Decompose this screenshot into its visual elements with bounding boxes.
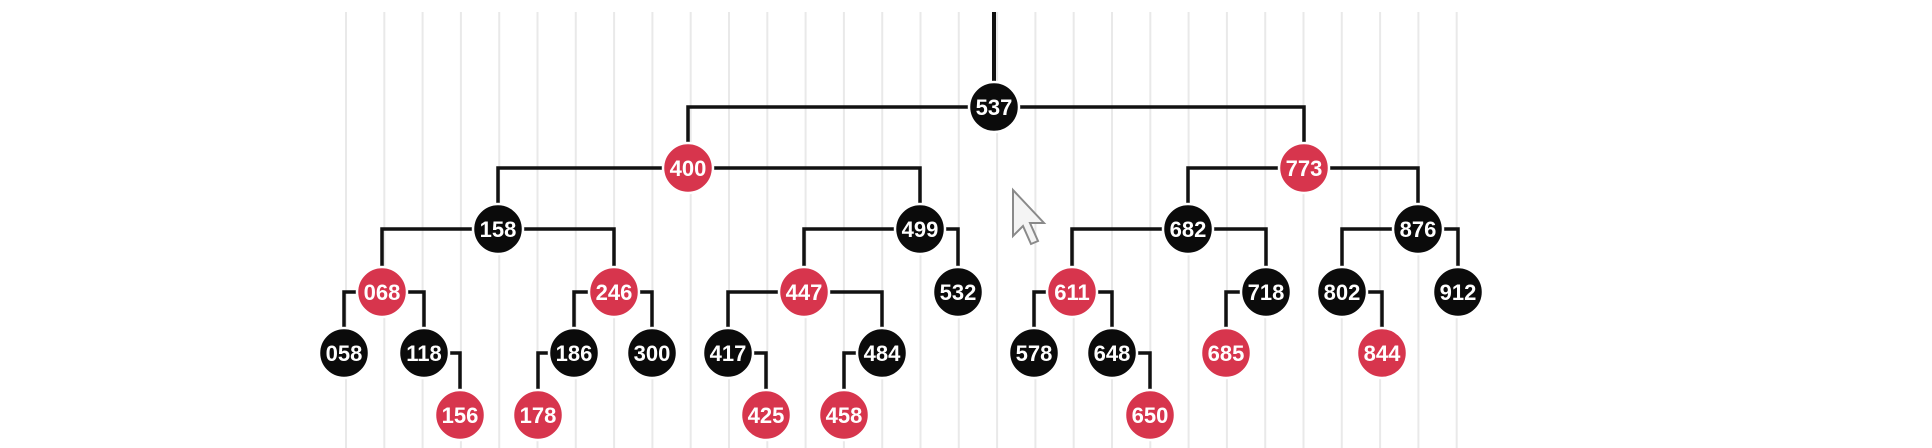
tree-node-773: 773: [1277, 141, 1331, 195]
tree-nodes: 537 400 773 158 499 682 876 068 246 447 532 611 718 8…: [317, 80, 1485, 442]
tree-node-447: 447: [777, 265, 831, 319]
node-label: 685: [1208, 341, 1245, 366]
node-label: 156: [442, 403, 479, 428]
tree-edge: [994, 105, 1306, 168]
tree-node-425: 425: [739, 388, 793, 442]
black-node-circle: [855, 326, 909, 380]
node-label: 648: [1094, 341, 1131, 366]
red-node-circle: [1277, 141, 1331, 195]
node-label: 458: [826, 403, 863, 428]
node-label: 417: [710, 341, 747, 366]
node-label: 537: [976, 95, 1013, 120]
black-node-circle: [317, 326, 371, 380]
node-label: 718: [1248, 280, 1285, 305]
red-node-circle: [511, 388, 565, 442]
tree-node-068: 068: [355, 265, 409, 319]
node-label: 300: [634, 341, 671, 366]
node-label: 186: [556, 341, 593, 366]
tree-edge: [686, 105, 994, 168]
node-label: 650: [1132, 403, 1169, 428]
tree-node-876: 876: [1391, 202, 1445, 256]
tree-node-118: 118: [397, 326, 451, 380]
node-label: 246: [596, 280, 633, 305]
node-label: 400: [670, 156, 707, 181]
node-label: 158: [480, 217, 517, 242]
red-node-circle: [433, 388, 487, 442]
node-label: 178: [520, 403, 557, 428]
tree-node-156: 156: [433, 388, 487, 442]
red-node-circle: [1199, 326, 1253, 380]
black-node-circle: [397, 326, 451, 380]
node-label: 484: [864, 341, 901, 366]
tree-node-537: 537: [967, 80, 1021, 134]
black-node-circle: [1239, 265, 1293, 319]
node-label: 876: [1400, 217, 1437, 242]
black-node-circle: [1431, 265, 1485, 319]
tree-node-611: 611: [1045, 265, 1099, 319]
node-label: 912: [1440, 280, 1477, 305]
black-node-circle: [1161, 202, 1215, 256]
red-node-circle: [777, 265, 831, 319]
black-node-circle: [1391, 202, 1445, 256]
tree-node-300: 300: [625, 326, 679, 380]
red-node-circle: [1123, 388, 1177, 442]
tree-node-178: 178: [511, 388, 565, 442]
black-node-circle: [931, 265, 985, 319]
tree-node-186: 186: [547, 326, 601, 380]
tree-node-058: 058: [317, 326, 371, 380]
black-node-circle: [1085, 326, 1139, 380]
tree-node-650: 650: [1123, 388, 1177, 442]
tree-node-648: 648: [1085, 326, 1139, 380]
node-label: 802: [1324, 280, 1361, 305]
tree-node-718: 718: [1239, 265, 1293, 319]
tree-edge: [496, 166, 688, 229]
red-node-circle: [739, 388, 793, 442]
tree-edge: [688, 166, 922, 229]
node-label: 611: [1054, 280, 1090, 305]
tree-node-458: 458: [817, 388, 871, 442]
node-label: 058: [326, 341, 363, 366]
tree-node-844: 844: [1355, 326, 1409, 380]
black-node-circle: [893, 202, 947, 256]
node-label: 773: [1286, 156, 1323, 181]
black-node-circle: [701, 326, 755, 380]
tree-node-532: 532: [931, 265, 985, 319]
black-node-circle: [547, 326, 601, 380]
node-label: 532: [940, 280, 977, 305]
node-label: 578: [1016, 341, 1053, 366]
tree-node-158: 158: [471, 202, 525, 256]
black-node-circle: [625, 326, 679, 380]
tree-node-499: 499: [893, 202, 947, 256]
red-node-circle: [1355, 326, 1409, 380]
node-label: 844: [1364, 341, 1401, 366]
black-node-circle: [471, 202, 525, 256]
red-node-circle: [817, 388, 871, 442]
black-node-circle: [1007, 326, 1061, 380]
mouse-pointer-icon: [1012, 187, 1047, 246]
red-node-circle: [1045, 265, 1099, 319]
tree-node-578: 578: [1007, 326, 1061, 380]
node-label: 682: [1170, 217, 1207, 242]
black-node-circle: [967, 80, 1021, 134]
tree-node-246: 246: [587, 265, 641, 319]
tree-node-417: 417: [701, 326, 755, 380]
node-label: 447: [786, 280, 823, 305]
node-label: 425: [748, 403, 785, 428]
tree-node-484: 484: [855, 326, 909, 380]
red-node-circle: [661, 141, 715, 195]
tree-node-400: 400: [661, 141, 715, 195]
node-label: 118: [406, 341, 442, 366]
tree-node-682: 682: [1161, 202, 1215, 256]
tree-node-802: 802: [1315, 265, 1369, 319]
black-node-circle: [1315, 265, 1369, 319]
tree-node-685: 685: [1199, 326, 1253, 380]
red-node-circle: [355, 265, 409, 319]
tree-node-912: 912: [1431, 265, 1485, 319]
node-label: 068: [364, 280, 401, 305]
node-label: 499: [902, 217, 939, 242]
red-node-circle: [587, 265, 641, 319]
